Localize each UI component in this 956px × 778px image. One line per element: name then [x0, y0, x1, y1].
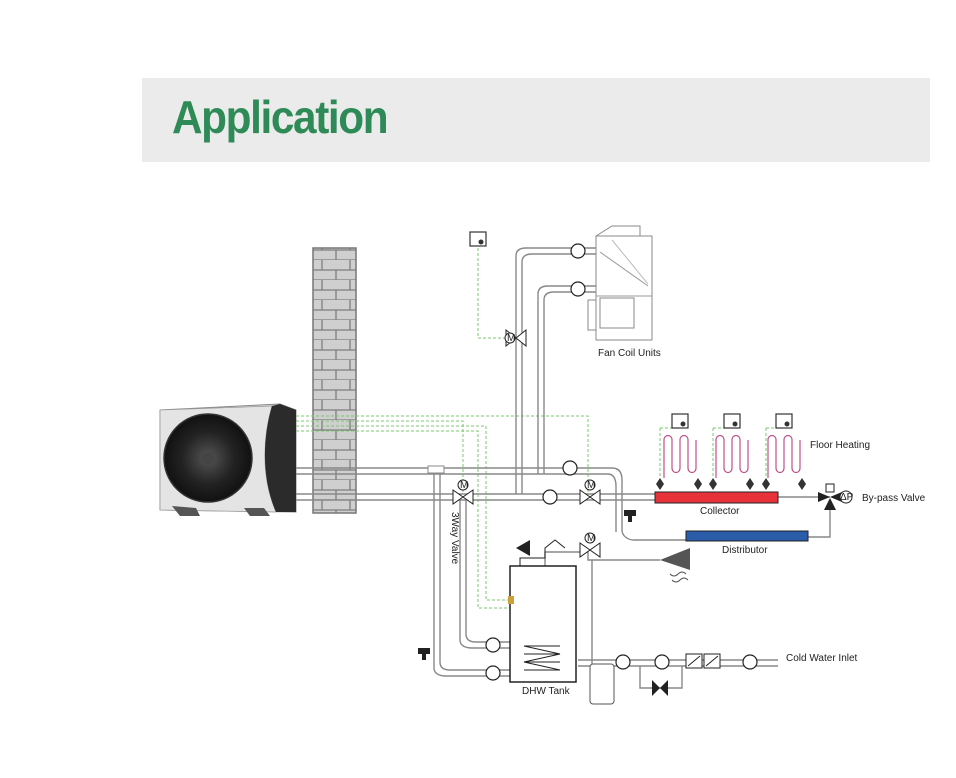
fan-coil-units — [587, 225, 653, 341]
label-cold-water-inlet: Cold Water Inlet — [786, 653, 858, 664]
label-floor-heating: Floor Heating — [810, 440, 870, 451]
svg-text:M: M — [460, 480, 468, 491]
label-distributor: Distributor — [722, 545, 768, 556]
control-wiring — [296, 248, 776, 609]
bypass-check-valve — [652, 680, 668, 696]
expansion-vessel — [589, 663, 615, 705]
page-title: Application — [172, 91, 389, 143]
header-banner: Application — [142, 78, 930, 162]
shower-outlet-icon — [660, 548, 690, 583]
label-collector: Collector — [700, 506, 740, 517]
floor-heating-loops — [663, 434, 801, 478]
dhw-tank — [508, 539, 577, 683]
pressure-reducer — [685, 653, 721, 669]
drain-taps — [418, 510, 636, 660]
circulation-pumps — [485, 243, 758, 681]
brick-wall — [312, 247, 357, 514]
thermostat-icon — [469, 231, 793, 429]
motorized-valves — [452, 328, 601, 558]
label-fan-coil-units: Fan Coil Units — [598, 348, 661, 359]
svg-text:M: M — [587, 480, 595, 491]
distributor-bar — [685, 530, 809, 542]
svg-text:ΔP: ΔP — [840, 492, 854, 503]
collector-bar — [654, 491, 779, 504]
svg-text:M: M — [587, 533, 595, 544]
heat-pump-unit — [159, 403, 297, 516]
label-bypass-valve: By-pass Valve — [862, 493, 926, 504]
svg-text:M: M — [507, 333, 515, 344]
collector-valves — [656, 478, 806, 490]
bypass-valve — [818, 483, 853, 510]
motor-labels: M M M M ΔP — [460, 333, 854, 544]
label-dhw-tank: DHW Tank — [522, 686, 571, 697]
label-3way-valve: 3Way Valve — [449, 512, 460, 565]
